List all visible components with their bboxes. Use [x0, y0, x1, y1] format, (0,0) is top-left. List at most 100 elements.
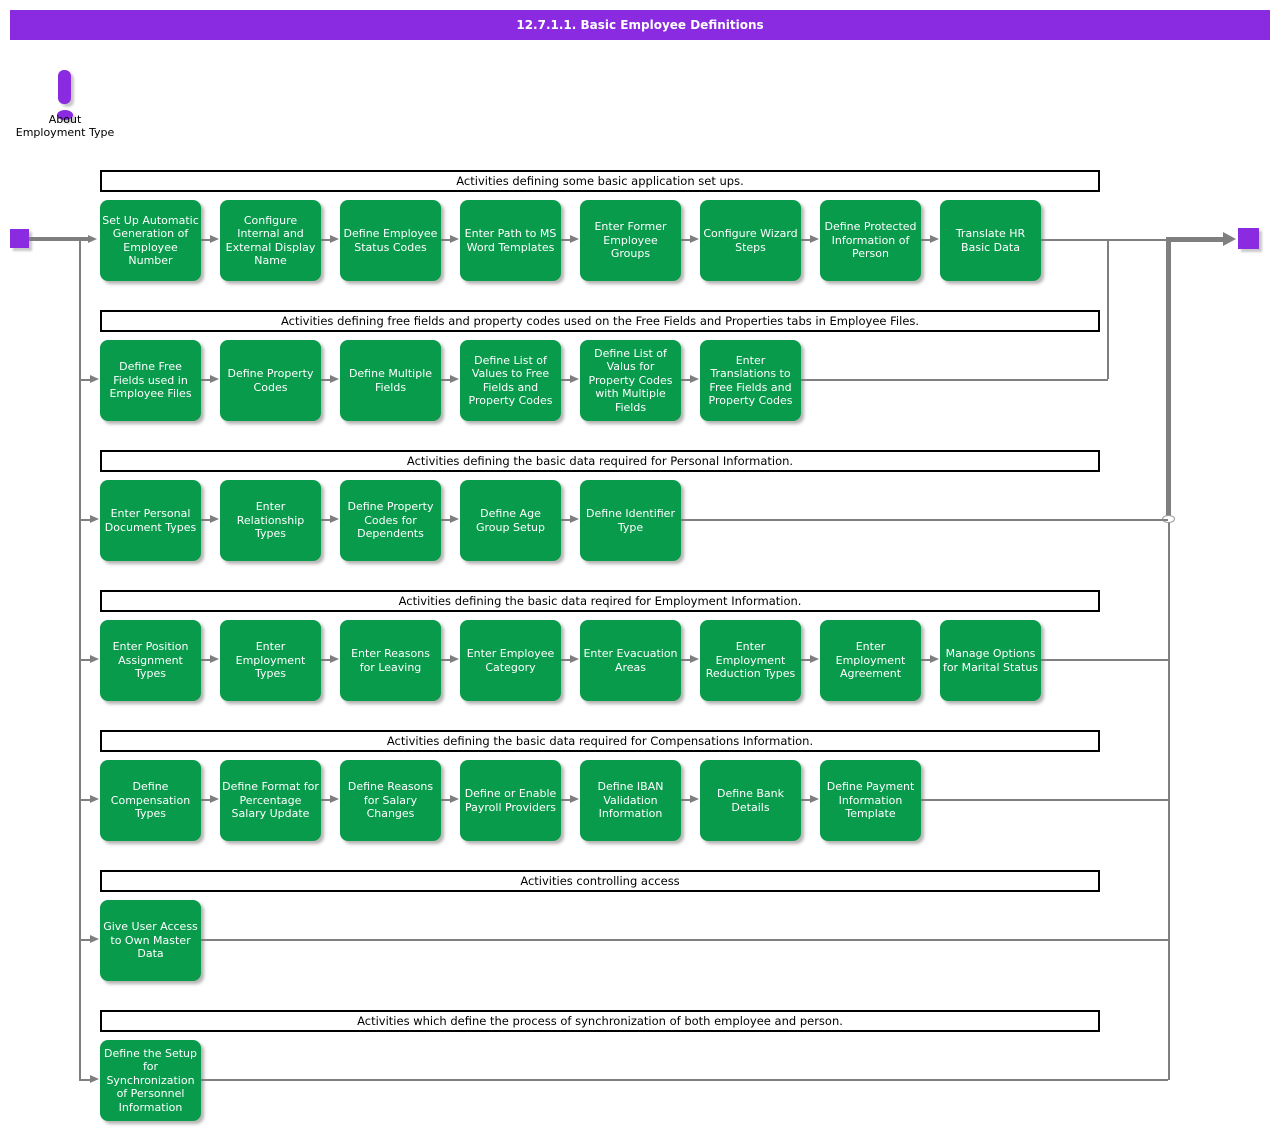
connector-line [201, 659, 213, 661]
connector-line [201, 519, 213, 521]
connector-line [921, 239, 933, 241]
connector-line [201, 799, 213, 801]
connector-line [1168, 518, 1170, 1080]
activity-box[interactable]: Define Compensation Types [100, 760, 201, 841]
connector-line [79, 799, 90, 801]
about-note-label: About Employment Type [15, 113, 115, 139]
connector-line [1107, 240, 1109, 379]
activity-box[interactable]: Define Free Fields used in Employee File… [100, 340, 201, 421]
page-title: 12.7.1.1. Basic Employee Definitions [10, 10, 1270, 40]
activity-box[interactable]: Give User Access to Own Master Data [100, 900, 201, 981]
activity-box[interactable]: Enter Reasons for Leaving [340, 620, 441, 701]
activity-box[interactable]: Enter Employment Agreement [820, 620, 921, 701]
activity-box[interactable]: Enter Employee Category [460, 620, 561, 701]
activity-box[interactable]: Enter Employment Types [220, 620, 321, 701]
arrow-icon [450, 515, 459, 523]
arrow-icon [570, 515, 579, 523]
connector-line [201, 1079, 1168, 1081]
connector-line [1041, 239, 1168, 241]
connector-line [561, 659, 573, 661]
activity-box[interactable]: Define IBAN Validation Information [580, 760, 681, 841]
activity-box[interactable]: Define or Enable Payroll Providers [460, 760, 561, 841]
connector-line [561, 379, 573, 381]
start-node [10, 229, 29, 248]
arrow-icon [90, 795, 99, 803]
row-banner: Activities defining the basic data reqir… [100, 590, 1100, 612]
activity-box[interactable]: Define Payment Information Template [820, 760, 921, 841]
arrow-icon [330, 515, 339, 523]
connector-line [441, 799, 453, 801]
activity-box[interactable]: Enter Translations to Free Fields and Pr… [700, 340, 801, 421]
arrow-icon [450, 375, 459, 383]
activity-box[interactable]: Enter Evacuation Areas [580, 620, 681, 701]
row-banner: Activities defining some basic applicati… [100, 170, 1100, 192]
activity-box[interactable]: Enter Relationship Types [220, 480, 321, 561]
connector-line [441, 519, 453, 521]
arrow-icon [90, 655, 99, 663]
connector-line [321, 379, 333, 381]
arrow-icon [810, 235, 819, 243]
connector-line [201, 239, 213, 241]
connector-line [79, 519, 90, 521]
activity-box[interactable]: Configure Internal and External Display … [220, 200, 321, 281]
connector-line [681, 379, 693, 381]
arrow-icon [690, 795, 699, 803]
arrow-icon [210, 235, 219, 243]
connector-line [321, 239, 333, 241]
arrow-icon [90, 375, 99, 383]
arrow-icon [450, 795, 459, 803]
arrow-icon [930, 235, 939, 243]
arrow-icon [570, 375, 579, 383]
activity-box[interactable]: Define Reasons for Salary Changes [340, 760, 441, 841]
arrow-icon [210, 515, 219, 523]
activity-box[interactable]: Define List of Valus for Property Codes … [580, 340, 681, 421]
activity-box[interactable]: Define Bank Details [700, 760, 801, 841]
activity-box[interactable]: Define Identifier Type [580, 480, 681, 561]
connector-line [79, 659, 90, 661]
activity-box[interactable]: Define List of Values to Free Fields and… [460, 340, 561, 421]
connector-line [321, 659, 333, 661]
arrow-icon [330, 375, 339, 383]
activity-box[interactable]: Set Up Automatic Generation of Employee … [100, 200, 201, 281]
connector-line [921, 799, 1168, 801]
arrow-icon [690, 375, 699, 383]
activity-box[interactable]: Define the Setup for Synchronization of … [100, 1040, 201, 1121]
activity-box[interactable]: Define Property Codes for Dependents [340, 480, 441, 561]
exclamation-icon [57, 110, 73, 120]
activity-box[interactable]: Enter Personal Document Types [100, 480, 201, 561]
connector-line [1041, 659, 1168, 661]
row-banner: Activities controlling access [100, 870, 1100, 892]
activity-box[interactable]: Enter Former Employee Groups [580, 200, 681, 281]
arrow-icon [330, 795, 339, 803]
connector-line [681, 799, 693, 801]
activity-box[interactable]: Define Protected Information of Person [820, 200, 921, 281]
arrow-icon [330, 655, 339, 663]
activity-box[interactable]: Enter Employment Reduction Types [700, 620, 801, 701]
arrow-icon [210, 655, 219, 663]
activity-box[interactable]: Configure Wizard Steps [700, 200, 801, 281]
arrow-icon [570, 235, 579, 243]
arrow-icon [450, 235, 459, 243]
connector-line [561, 799, 573, 801]
arrow-icon [90, 515, 99, 523]
connector-line [681, 519, 1168, 521]
end-node [1238, 228, 1259, 249]
connector-line [321, 799, 333, 801]
activity-box[interactable]: Translate HR Basic Data [940, 200, 1041, 281]
arrow-icon [330, 235, 339, 243]
connector-line [1166, 237, 1224, 242]
activity-box[interactable]: Enter Position Assignment Types [100, 620, 201, 701]
arrow-icon [450, 655, 459, 663]
activity-box[interactable]: Define Age Group Setup [460, 480, 561, 561]
activity-box[interactable]: Define Multiple Fields [340, 340, 441, 421]
activity-box[interactable]: Define Format for Percentage Salary Upda… [220, 760, 321, 841]
arrow-icon [690, 655, 699, 663]
connector-line [561, 239, 573, 241]
activity-box[interactable]: Define Employee Status Codes [340, 200, 441, 281]
connector-line [681, 659, 693, 661]
arrow-icon [930, 655, 939, 663]
activity-box[interactable]: Manage Options for Marital Status [940, 620, 1041, 701]
activity-box[interactable]: Enter Path to MS Word Templates [460, 200, 561, 281]
activity-box[interactable]: Define Property Codes [220, 340, 321, 421]
